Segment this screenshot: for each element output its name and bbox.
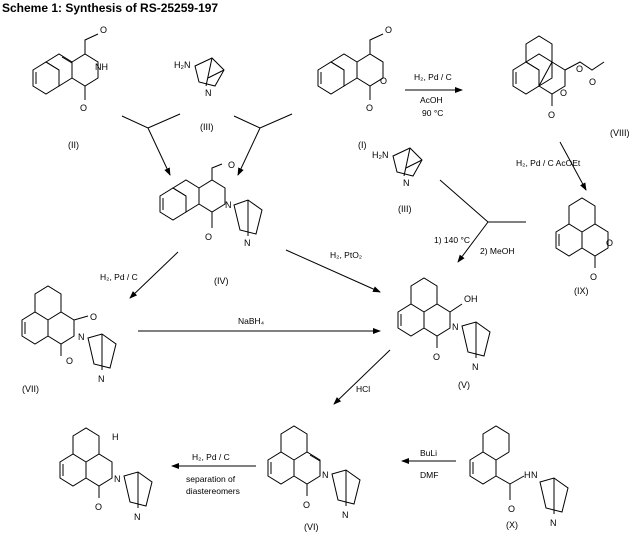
label-compound-I: (I) xyxy=(358,140,367,150)
atom-n: N xyxy=(531,470,538,480)
compound-I-structure: O O O xyxy=(317,25,392,113)
compound-X-structure: O H N N xyxy=(469,425,569,528)
atom-n: N xyxy=(78,332,85,342)
arrow-v-to-vi xyxy=(333,349,391,405)
atom-o: O xyxy=(548,110,555,120)
atom-n: N xyxy=(205,88,212,98)
atom-o: O xyxy=(66,356,73,366)
label-compound-VII: (VII) xyxy=(22,384,39,394)
label-compound-VIII: (VIII) xyxy=(610,128,630,138)
compound-IX-structure: O O xyxy=(555,197,613,282)
label-compound-X: (X) xyxy=(506,520,518,530)
compound-VII-structure: O N O N xyxy=(21,285,117,384)
atom-o: O xyxy=(205,232,212,242)
merge-line-ii-iii xyxy=(121,113,181,129)
arrow-to-iv-left xyxy=(147,127,171,176)
label-compound-IV: (IV) xyxy=(214,276,229,286)
atom-n: N xyxy=(452,322,459,332)
merge-line-iii-ix xyxy=(439,179,526,223)
merge-line-iii-i xyxy=(233,113,293,129)
atom-o: O xyxy=(303,500,310,510)
condition-x-to-vi-1: BuLi xyxy=(420,448,437,458)
atom-o: O xyxy=(576,64,583,74)
condition-v-to-vi: HCl xyxy=(356,384,370,394)
condition-x-to-vi-2: DMF xyxy=(420,470,438,480)
atom-n: N xyxy=(98,374,105,384)
compound-VIII-structure: O O O O xyxy=(512,35,605,120)
atom-o: O xyxy=(433,352,440,362)
condition-vi-to-final-3: diastereomers xyxy=(186,486,240,496)
atom-o: O xyxy=(590,272,597,282)
atom-n: N xyxy=(472,362,479,372)
arrow-to-v xyxy=(457,221,489,263)
condition-iv-to-vii: H₂, Pd / C xyxy=(100,272,138,282)
atom-h: H xyxy=(112,432,119,442)
condition-ix-to-v-1: 1) 140 °C xyxy=(434,235,470,245)
atom-h: H xyxy=(524,470,531,480)
atom-n: N xyxy=(225,200,232,210)
scheme-title: Scheme 1: Synthesis of RS-25259-197 xyxy=(2,1,219,15)
label-compound-III: (III) xyxy=(200,122,214,132)
atom-o: O xyxy=(508,504,515,514)
compound-II-structure: NH O O xyxy=(32,25,108,113)
condition-vii-to-v: NaBH₄ xyxy=(238,316,265,326)
condition-ix-to-v-2: 2) MeOH xyxy=(480,246,514,256)
atom-o: O xyxy=(560,88,567,98)
label-compound-II: (II) xyxy=(68,140,79,150)
atom-h2n: H₂N xyxy=(372,150,389,160)
compound-III-b-structure: H₂N N xyxy=(372,147,423,188)
atom-n: N xyxy=(550,518,557,528)
atom-n: N xyxy=(134,512,141,522)
compound-VI-structure: N O N xyxy=(267,425,361,520)
atom-o: O xyxy=(95,502,102,512)
atom-o: O xyxy=(90,312,97,322)
atom-n: N xyxy=(114,474,121,484)
atom-o: O xyxy=(100,25,107,35)
label-compound-V: (V) xyxy=(458,380,470,390)
label-compound-IX: (IX) xyxy=(574,286,589,296)
atom-n: N xyxy=(322,470,329,480)
condition-viii-to-ix: H₂, Pd / C AcOEt xyxy=(516,158,581,168)
atom-o: O xyxy=(366,103,373,113)
atom-o: O xyxy=(380,76,387,86)
atom-h2n: H₂N xyxy=(174,60,191,70)
label-compound-III-b: (III) xyxy=(398,204,412,214)
atom-o: O xyxy=(80,103,87,113)
arrow-to-iv-right xyxy=(237,127,261,176)
condition-vi-to-final-1: H₂, Pd / C xyxy=(192,452,230,462)
arrow-iv-to-vii xyxy=(129,251,179,299)
atom-o: O xyxy=(589,77,596,87)
atom-nh: NH xyxy=(95,62,108,72)
atom-n: N xyxy=(342,510,349,520)
arrow-viii-to-ix xyxy=(559,141,587,191)
final-product-structure: H N O N xyxy=(59,427,153,522)
compound-IV-structure: N O O N xyxy=(159,160,263,248)
condition-i-to-viii-1: H₂, Pd / C xyxy=(414,72,452,82)
compound-V-structure: OH N O N xyxy=(397,277,491,372)
condition-i-to-viii-3: 90 °C xyxy=(422,108,443,118)
atom-oh: OH xyxy=(464,294,478,304)
compound-III-structure: H₂N N xyxy=(174,57,225,98)
label-compound-VI: (VI) xyxy=(304,522,319,532)
condition-vi-to-final-2: separation of xyxy=(186,474,236,484)
arrow-iv-to-v xyxy=(285,249,381,293)
atom-o: O xyxy=(385,25,392,35)
atom-n: N xyxy=(403,178,410,188)
condition-iv-to-v: H₂, PtO₂ xyxy=(330,250,362,260)
condition-i-to-viii-2: AcOH xyxy=(420,95,443,105)
atom-o: O xyxy=(228,160,235,170)
atom-n: N xyxy=(244,238,251,248)
atom-o: O xyxy=(606,238,613,248)
